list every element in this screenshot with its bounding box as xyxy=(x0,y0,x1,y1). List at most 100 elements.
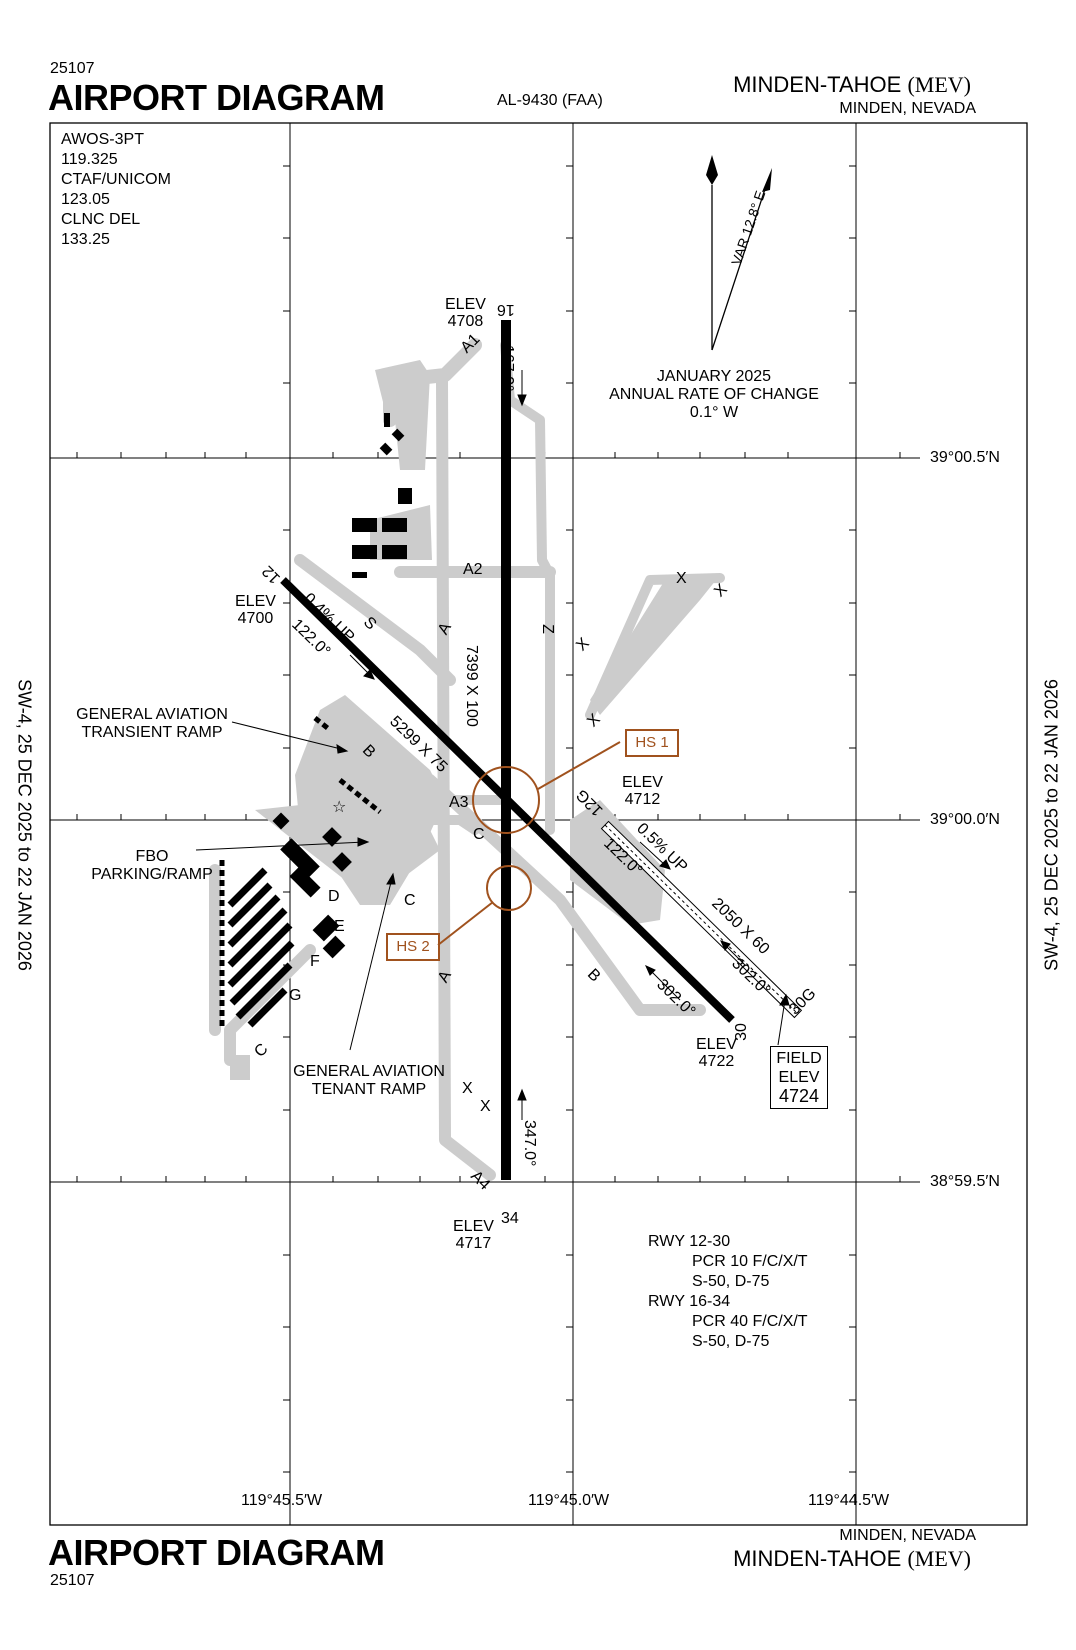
ramps xyxy=(230,360,720,1080)
elev-12-label: ELEV xyxy=(235,593,276,610)
field-elev-value: 4724 xyxy=(778,1086,820,1106)
taxiway-c-label-2: C xyxy=(404,892,416,909)
taxiway-c-label-1: C xyxy=(473,826,485,843)
longitude-label-2: 119°45.0′W xyxy=(528,1492,610,1509)
hot-spot-1-circle xyxy=(472,766,540,834)
comms-block: AWOS-3PT 119.325 CTAF/UNICOM 123.05 CLNC… xyxy=(61,130,171,250)
longitude-label-1: 119°45.5′W xyxy=(241,1492,323,1509)
magnetic-rate: 0.1° W xyxy=(689,404,739,421)
ga-transient-ramp-line-2: TRANSIENT RAMP xyxy=(81,724,223,741)
north-arrow xyxy=(706,155,772,351)
taxiway-x-label-1: X xyxy=(676,570,687,587)
elev-30-label: ELEV xyxy=(696,1036,737,1053)
elev-30: ELEV 4722 xyxy=(696,1036,737,1070)
elev-34-label: ELEV xyxy=(453,1218,494,1235)
taxiway-x-label-6: X xyxy=(480,1098,491,1115)
comms-clnc-label: CLNC DEL xyxy=(61,211,141,228)
pcr-strength-12-30: S-50, D-75 xyxy=(692,1273,770,1290)
buildings xyxy=(272,413,412,959)
taxiway-d-label: D xyxy=(328,888,340,905)
comms-ctaf-label: CTAF/UNICOM xyxy=(61,171,171,188)
comms-ctaf-freq: 123.05 xyxy=(61,191,110,208)
ga-transient-ramp-line-1: GENERAL AVIATION xyxy=(76,706,228,723)
elev-12g-label: ELEV xyxy=(622,774,663,791)
airport-title: MINDEN-TAHOE (MEV) xyxy=(733,72,971,98)
ga-transient-ramp-label: GENERAL AVIATION TRANSIENT RAMP xyxy=(76,706,228,742)
footer-airport-id: (MEV) xyxy=(907,1546,971,1571)
chart-id: AL-9430 (FAA) xyxy=(497,92,603,109)
taxiway-e-label: E xyxy=(334,918,345,935)
fbo-ramp-line-2: PARKING/RAMP xyxy=(91,866,213,883)
heading-347: 347.0° xyxy=(521,1120,538,1167)
pcr-value-12-30: PCR 10 F/C/X/T xyxy=(692,1253,808,1270)
taxiway-a3-label: A3 xyxy=(449,794,469,811)
footer-location: MINDEN, NEVADA xyxy=(839,1527,976,1544)
comms-clnc-freq: 133.25 xyxy=(61,231,110,248)
elev-12g: ELEV 4712 xyxy=(622,774,663,808)
beacon-icon: ☆ xyxy=(332,799,346,816)
elev-16-value: 4708 xyxy=(447,313,484,330)
magnetic-rate-block: JANUARY 2025 ANNUAL RATE OF CHANGE 0.1° … xyxy=(609,368,819,422)
runway-end-34: 34 xyxy=(501,1210,519,1227)
ga-tenant-ramp-line-2: TENANT RAMP xyxy=(311,1081,427,1098)
footer-procedure-number: 25107 xyxy=(50,1572,95,1589)
elev-34: ELEV 4717 xyxy=(453,1218,494,1252)
fbo-ramp-label: FBO PARKING/RAMP xyxy=(91,848,213,884)
runway-12g-30g xyxy=(600,820,803,1019)
elev-16-label: ELEV xyxy=(445,296,486,313)
footer-title: AIRPORT DIAGRAM xyxy=(48,1532,385,1573)
magnetic-north-icon xyxy=(762,168,772,192)
true-north-icon xyxy=(706,155,718,185)
taxiway-a2-label: A2 xyxy=(463,561,483,578)
latitude-label-1: 39°00.5′N xyxy=(930,449,1000,466)
t-hangars xyxy=(227,867,295,1028)
runway-end-16: 16 xyxy=(497,301,515,318)
taxiway-g-label: G xyxy=(289,987,302,1004)
procedure-number: 25107 xyxy=(50,60,95,77)
runway-12-30 xyxy=(280,577,735,1023)
runways xyxy=(280,320,803,1180)
magnetic-rate-label: ANNUAL RATE OF CHANGE xyxy=(609,386,819,403)
elev-16: ELEV 4708 xyxy=(445,296,486,330)
field-elev-label-2: ELEV xyxy=(778,1069,820,1086)
ga-tenant-ramp-label: GENERAL AVIATION TENANT RAMP xyxy=(293,1063,445,1099)
footer-airport-title: MINDEN-TAHOE (MEV) xyxy=(733,1546,971,1572)
tie-down-marks xyxy=(219,716,382,1030)
elev-12-value: 4700 xyxy=(237,610,274,627)
elev-30-value: 4722 xyxy=(698,1053,735,1070)
taxiway-z-label: Z xyxy=(538,624,556,634)
pcr-block: RWY 12-30 PCR 10 F/C/X/T S-50, D-75 RWY … xyxy=(648,1232,808,1352)
hot-spots xyxy=(437,741,621,946)
heading-167: 167.0° xyxy=(499,345,516,392)
latitude-label-2: 39°00.0′N xyxy=(930,811,1000,828)
hot-spot-1-label[interactable]: HS 1 xyxy=(625,729,679,757)
taxiway-x-label-5: X xyxy=(462,1080,473,1097)
longitude-label-3: 119°44.5′W xyxy=(808,1492,890,1509)
airport-name: MINDEN-TAHOE xyxy=(733,72,902,97)
taxiway-f-label: F xyxy=(310,953,320,970)
dimensions-16-34: 7399 X 100 xyxy=(463,645,480,727)
airport-id: (MEV) xyxy=(907,72,971,97)
field-elev-label-1: FIELD xyxy=(776,1050,822,1067)
elev-34-value: 4717 xyxy=(455,1235,492,1252)
hot-spot-2-label[interactable]: HS 2 xyxy=(386,933,440,961)
pcr-value-16-34: PCR 40 F/C/X/T xyxy=(692,1313,808,1330)
pcr-rwy-16-34: RWY 16-34 xyxy=(648,1293,731,1310)
pcr-rwy-12-30: RWY 12-30 xyxy=(648,1233,731,1250)
ga-tenant-ramp-line-1: GENERAL AVIATION xyxy=(293,1063,445,1080)
page-title: AIRPORT DIAGRAM xyxy=(48,77,385,118)
diagram-frame xyxy=(49,122,1028,1526)
latitude-label-3: 38°59.5′N xyxy=(930,1173,1000,1190)
elev-12g-value: 4712 xyxy=(624,791,661,808)
field-elevation-box: FIELD ELEV 4724 xyxy=(770,1046,828,1109)
runway-16-34 xyxy=(501,320,511,1180)
comms-awos-freq: 119.325 xyxy=(61,151,118,168)
fbo-ramp-line-1: FBO xyxy=(135,848,169,865)
grid-ticks xyxy=(76,165,901,1473)
footer-airport-name: MINDEN-TAHOE xyxy=(733,1546,902,1571)
magnetic-epoch: JANUARY 2025 xyxy=(656,368,772,385)
airport-location: MINDEN, NEVADA xyxy=(839,100,976,117)
elev-12: ELEV 4700 xyxy=(235,593,276,627)
pcr-strength-16-34: S-50, D-75 xyxy=(692,1333,770,1350)
